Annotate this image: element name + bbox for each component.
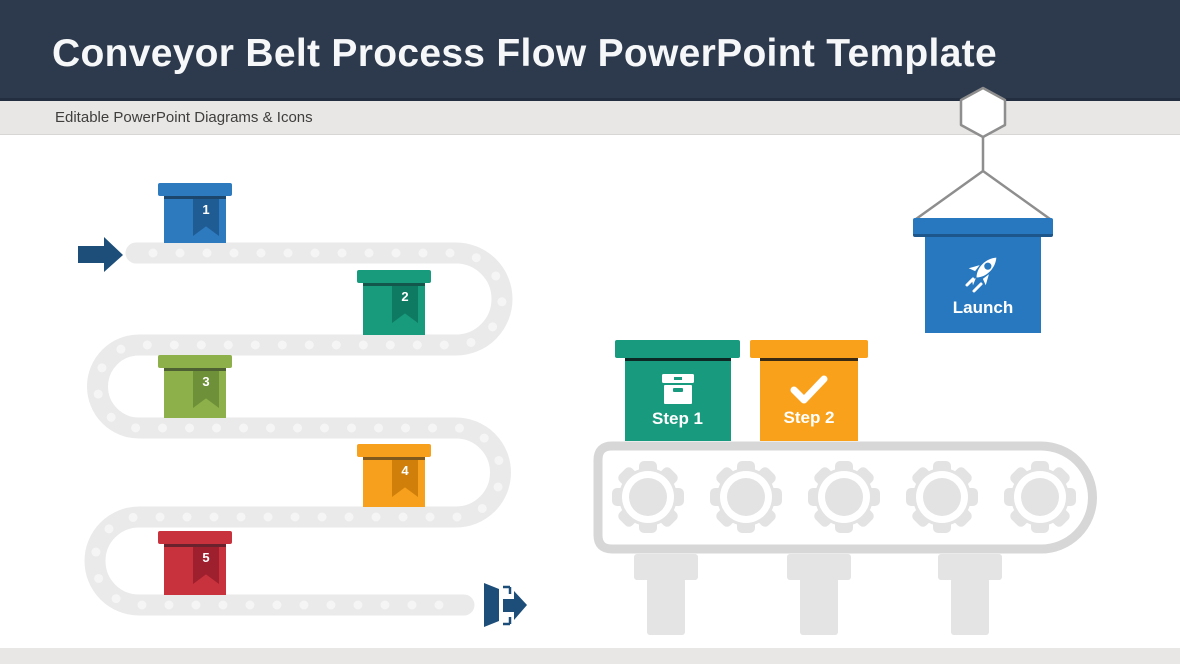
box-lid [750, 340, 868, 358]
archive-box-icon [661, 374, 694, 404]
ribbon-badge: 2 [392, 286, 418, 323]
box-body: 4 [363, 457, 425, 507]
box-lid [158, 355, 232, 368]
entry-arrow-icon [78, 237, 123, 272]
box-body: 2 [363, 283, 425, 335]
step1-box: Step 1 [615, 340, 740, 441]
box-body: Step 2 [760, 358, 858, 441]
crane-hook [915, 86, 1051, 221]
ribbon-badge: 4 [392, 460, 418, 497]
step-label: Step 1 [651, 409, 704, 428]
step2-box: Step 2 [750, 340, 868, 441]
process-box-3: 3 [158, 355, 232, 418]
gear-icon [808, 461, 880, 533]
step-label: Step 2 [783, 408, 835, 427]
floor-strip [0, 648, 1180, 664]
box-body: Step 1 [624, 358, 731, 441]
page-title: Conveyor Belt Process Flow PowerPoint Te… [52, 32, 997, 75]
gear-icon [1004, 461, 1076, 533]
box-body: 3 [164, 368, 226, 418]
rocket-icon [965, 257, 997, 293]
ribbon-badge: 3 [193, 371, 219, 408]
process-box-5: 5 [158, 531, 232, 595]
launch-label: Launch [952, 298, 1014, 317]
process-box-4: 4 [357, 444, 431, 507]
box-body: 5 [164, 544, 226, 595]
launch-box: Launch [913, 218, 1053, 333]
box-lid [158, 183, 232, 196]
subtitle-text: Editable PowerPoint Diagrams & Icons [55, 109, 313, 126]
header-bar: Conveyor Belt Process Flow PowerPoint Te… [0, 0, 1180, 101]
ribbon-badge: 5 [193, 547, 219, 584]
gear-icon [906, 461, 978, 533]
crane-hexagon-icon [959, 86, 1007, 139]
gear-icon [612, 461, 684, 533]
process-box-1: 1 [158, 183, 232, 243]
box-lid [357, 270, 431, 283]
box-lid [913, 218, 1053, 237]
box-body: Launch [925, 237, 1041, 333]
check-icon [790, 375, 828, 404]
ribbon-badge: 1 [193, 199, 219, 236]
belt-legs [634, 554, 1002, 635]
box-body: 1 [164, 196, 226, 243]
process-box-2: 2 [357, 270, 431, 335]
exit-door-arrow-icon [484, 583, 527, 627]
box-lid [615, 340, 740, 358]
serpentine-track-dots [90, 248, 507, 610]
box-lid [158, 531, 232, 544]
box-lid [357, 444, 431, 457]
gear-icon [710, 461, 782, 533]
